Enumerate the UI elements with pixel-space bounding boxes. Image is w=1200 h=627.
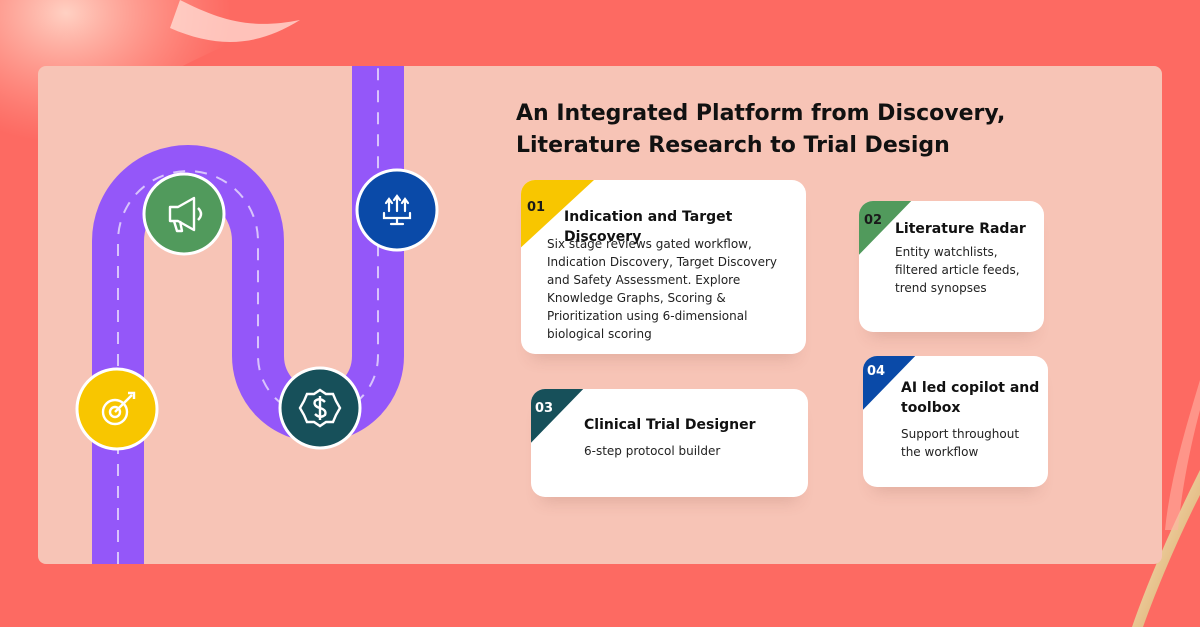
card-02-title: Literature Radar	[895, 221, 1026, 237]
card-03-number: 03	[535, 401, 554, 416]
top-left-swirl	[0, 0, 330, 260]
card-04-corner	[863, 356, 916, 410]
card-literature-radar: 02 Literature Radar Entity watchlists, f…	[859, 201, 1044, 332]
card-ai-copilot-toolbox: 04 AI led copilot and toolbox Support th…	[863, 356, 1048, 487]
card-04-description: Support throughout the workflow	[901, 427, 1020, 459]
card-01-number: 01	[527, 200, 546, 215]
card-03-description: 6-step protocol builder	[584, 444, 721, 458]
card-03-title: Clinical Trial Designer	[584, 417, 756, 433]
card-04-number: 04	[867, 364, 886, 379]
monitor-arrows-icon	[382, 194, 412, 226]
card-03-corner	[531, 389, 584, 443]
page-title-line-1: An Integrated Platform from Discovery,	[516, 101, 1006, 126]
top-left-streak	[170, 0, 300, 42]
target-icon	[101, 391, 136, 426]
milestone-megaphone	[142, 172, 226, 256]
dollar-badge-icon	[298, 388, 342, 428]
card-02-description: Entity watchlists, filtered article feed…	[895, 245, 1020, 295]
card-02-number: 02	[864, 213, 883, 228]
milestone-dollar	[278, 366, 362, 450]
megaphone-icon	[168, 196, 203, 233]
card-01-corner	[521, 180, 594, 248]
card-01-title: Indication and Target Discovery	[564, 209, 733, 245]
right-gold-curve	[1132, 470, 1200, 627]
card-02-corner	[859, 201, 912, 255]
milestone-monitor	[355, 168, 439, 252]
card-01-description: Six stage reviews gated workflow, Indica…	[547, 237, 777, 341]
milestone-target	[75, 367, 159, 451]
right-soft-curve	[1165, 380, 1200, 530]
card-04-title: AI led copilot and toolbox	[901, 380, 1040, 416]
page-title: An Integrated Platform from Discovery, L…	[516, 98, 1076, 162]
content-panel: An Integrated Platform from Discovery, L…	[38, 66, 1162, 564]
card-clinical-trial-designer: 03 Clinical Trial Designer 6-step protoc…	[531, 389, 808, 497]
roadmap-road	[75, 66, 439, 564]
page-title-line-2: Literature Research to Trial Design	[516, 133, 950, 158]
card-indication-target-discovery: 01 Indication and Target Discovery Six s…	[521, 180, 806, 354]
